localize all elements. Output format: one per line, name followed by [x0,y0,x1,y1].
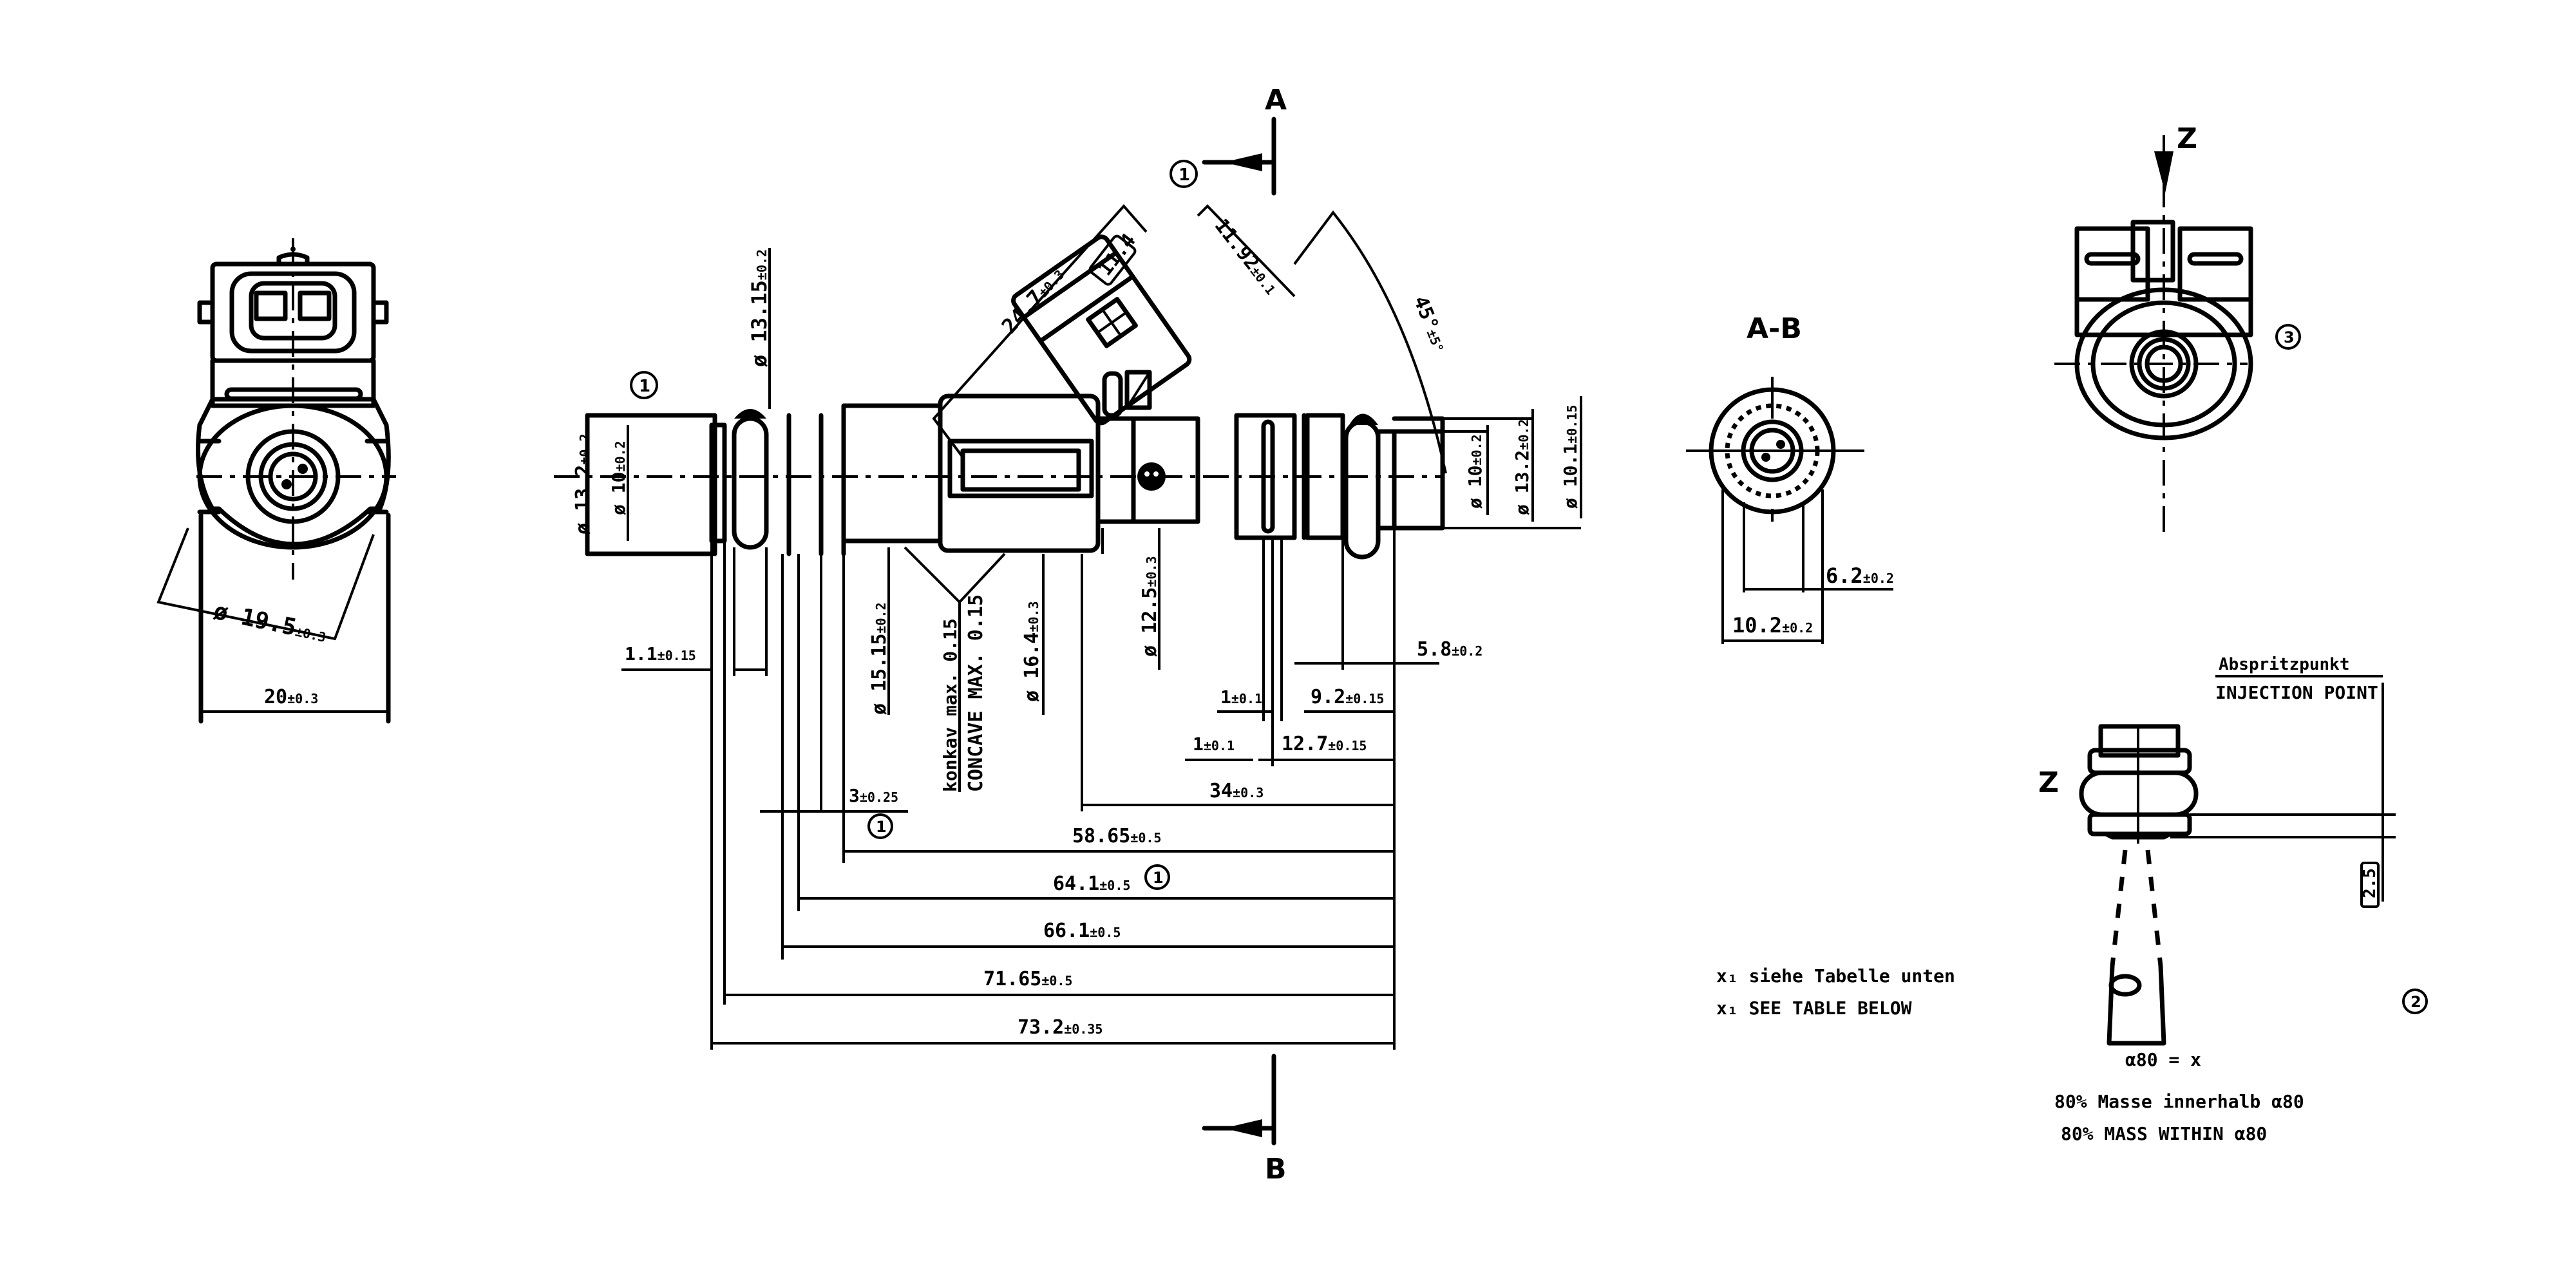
dim-right-dia-tip: ø 10.1 [1560,444,1581,509]
svg-text:ø 10±0.2: ø 10±0.2 [608,440,629,515]
svg-text:2: 2 [2410,993,2421,1011]
svg-text:2.5: 2.5 [2360,868,2380,898]
injection-point-de: Abspritzpunkt [2219,655,2350,674]
spray-view-marker: Z [2038,766,2059,799]
svg-text:1: 1 [639,377,650,396]
injection-point-en: INJECTION POINT [2215,682,2378,703]
section-a-b-view: A-B 6.2±0.2 10.2±0.2 [1686,312,1894,644]
svg-text:ø 13.2±0.2: ø 13.2±0.2 [572,433,594,534]
dim-66-1: 66.1 [1043,920,1090,942]
callout-1-left: 1 [630,371,658,399]
section-marker-b: B [1265,1153,1287,1186]
svg-text:66.1±0.5: 66.1±0.5 [1043,920,1121,942]
svg-text:5.8±0.2: 5.8±0.2 [1417,638,1482,661]
svg-text:ø 15.15±0.2: ø 15.15±0.2 [868,602,891,715]
dim-9-2: 9.2 [1311,686,1345,708]
dim-left-dia-outer: ø 13.2 [572,465,594,534]
svg-text:9.2±0.15: 9.2±0.15 [1311,686,1384,708]
dim-1-1: 1.1 [625,643,658,665]
svg-text:64.1±0.5: 64.1±0.5 [1053,873,1130,895]
svg-text:ø 19.5±0.3: ø 19.5±0.3 [211,598,329,648]
dim-2-5: 2.5 [2360,862,2380,908]
svg-text:73.2±0.35: 73.2±0.35 [1018,1016,1103,1039]
concave-note-de: konkav max. 0.15 [940,618,961,792]
alpha-note: α80 = x [2125,1049,2201,1070]
dim-73-2: 73.2 [1018,1016,1064,1039]
front-view: ø 19.5±0.3 20±0.3 [156,238,396,724]
dim-dia-15-15: ø 15.15 [868,634,891,715]
front-dia-value: ø 19.5 [211,598,299,641]
svg-text:6.2±0.2: 6.2±0.2 [1826,563,1894,588]
svg-text:ø 10±0.2: ø 10±0.2 [1464,434,1486,509]
dim-dia-16-4: ø 16.4 [1021,632,1043,702]
dim-1b: 1 [1193,733,1204,755]
mass-note-en: 80% MASS WITHIN α80 [2061,1123,2267,1144]
svg-text:58.65±0.5: 58.65±0.5 [1072,825,1161,847]
dim-conn-width: 11.92 [1210,214,1264,274]
dim-64-1: 64.1 [1053,873,1099,895]
svg-text:34±0.3: 34±0.3 [1209,780,1264,802]
dim-left-dia-inner: ø 10 [608,472,629,515]
note-x-en: x₁ SEE TABLE BELOW [1716,998,1912,1019]
svg-text:1±0.1: 1±0.1 [1193,733,1235,755]
svg-text:1±0.1: 1±0.1 [1220,686,1262,708]
note-x-de: x₁ siehe Tabelle unten [1716,965,1955,987]
dim-1a: 1 [1220,686,1231,708]
front-width-tol: ±0.3 [287,691,318,706]
svg-text:1: 1 [876,818,887,836]
dim-71-65: 71.65 [983,968,1041,990]
dim-right-dia-inner: ø 10 [1464,466,1486,509]
svg-text:10.2±0.2: 10.2±0.2 [1732,613,1813,638]
callout-1-dim3: 1 [867,813,893,839]
section-title: A-B [1747,312,1802,345]
svg-text:ø 10.1±0.15: ø 10.1±0.15 [1560,405,1581,509]
section-marker-a: A [1265,84,1287,117]
svg-text:3±0.25: 3±0.25 [849,785,898,806]
svg-text:1.1±0.15: 1.1±0.15 [625,643,696,665]
dim-5-8: 5.8 [1417,638,1452,661]
dim-right-dia-outer: ø 13.2 [1511,450,1533,515]
dim-dia-12-5: ø 12.5 [1139,587,1161,657]
svg-text:ø 16.4±0.3: ø 16.4±0.3 [1021,601,1043,702]
callout-2: 2 [2402,988,2428,1014]
dim-12-7: 12.7 [1282,733,1328,755]
mass-note-de: 80% Masse innerhalb α80 [2054,1091,2304,1112]
svg-text:71.65±0.5: 71.65±0.5 [983,968,1072,990]
svg-text:45°±5°: 45°±5° [1409,293,1452,355]
dim-10-2: 10.2 [1732,613,1782,638]
callout-3: 3 [2275,324,2301,350]
svg-text:1: 1 [1153,869,1164,887]
view-z: Z 3 [2054,122,2301,534]
callout-1-dim64: 1 [1144,864,1170,890]
side-view: A B ø 13.2±0.2 ø 10±0.2 1 ø 13.15±0.2 24… [554,84,1582,1186]
spray-view: Z Abspritzpunkt INJECTION POINT 2.5 2 α8… [2038,655,2428,1144]
svg-text:ø 13.2±0.2: ø 13.2±0.2 [1511,419,1533,515]
svg-text:1: 1 [1179,166,1190,185]
front-width-value: 20 [264,686,287,708]
view-z-marker: Z [2177,122,2197,155]
dim-top-dia: ø 13.15 [747,280,772,367]
dim-34: 34 [1209,780,1233,802]
svg-text:12.7±0.15: 12.7±0.15 [1282,733,1367,755]
svg-text:3: 3 [2284,328,2295,346]
dim-58-65: 58.65 [1072,825,1130,847]
dim-6-2: 6.2 [1826,563,1863,588]
svg-text:ø 13.15±0.2: ø 13.15±0.2 [747,249,772,367]
table-notes: x₁ siehe Tabelle unten x₁ SEE TABLE BELO… [1716,965,1955,1019]
front-dia-tol: ±0.3 [294,623,327,645]
callout-1-top: 1 [1170,160,1198,188]
svg-text:20±0.3: 20±0.3 [264,686,318,708]
svg-text:11.92±0.1: 11.92±0.1 [1210,214,1283,299]
concave-note-en: CONCAVE MAX. 0.15 [965,594,987,792]
svg-text:ø 12.5±0.3: ø 12.5±0.3 [1139,556,1161,657]
dim-3: 3 [849,785,860,806]
